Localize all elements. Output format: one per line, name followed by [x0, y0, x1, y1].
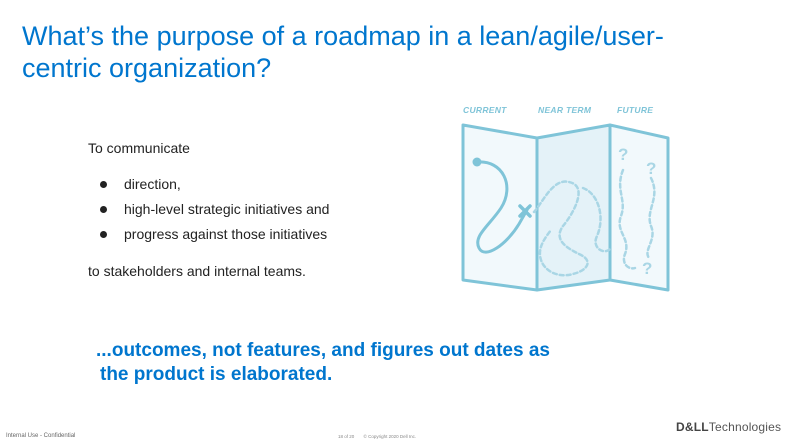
- callout-text: ...outcomes, not features, and figures o…: [96, 339, 550, 387]
- question-mark-icon: ?: [618, 145, 628, 164]
- bullet-list: direction, high-level strategic initiati…: [98, 172, 329, 247]
- page-number: 18 of 20: [338, 434, 355, 439]
- question-mark-icon: ?: [646, 159, 656, 178]
- logo-mark: D&LL: [676, 420, 709, 434]
- bullet-item: high-level strategic initiatives and: [98, 197, 329, 222]
- x-marker: [518, 204, 532, 218]
- intro-text: To communicate: [88, 140, 190, 156]
- slide-title: What’s the purpose of a roadmap in a lea…: [22, 20, 772, 84]
- path-current: [472, 157, 529, 254]
- label-near-term: NEAR TERM: [538, 105, 592, 115]
- outro-text: to stakeholders and internal teams.: [88, 263, 306, 279]
- path-future: [618, 168, 656, 270]
- bullet-item: progress against those initiatives: [98, 222, 329, 247]
- folded-map: [461, 123, 670, 292]
- callout-line-2: the product is elaborated.: [100, 364, 333, 385]
- copyright: © Copyright 2020 Dell Inc.: [363, 434, 417, 439]
- slide-title-line-1: What’s the purpose of a roadmap in a lea…: [22, 21, 664, 51]
- slide-title-line-2: centric organization?: [22, 53, 272, 83]
- callout-line-1: ...outcomes, not features, and figures o…: [96, 340, 550, 361]
- label-future: FUTURE: [617, 105, 653, 115]
- label-current: CURRENT: [463, 105, 507, 115]
- logo-wordmark: Technologies: [708, 420, 782, 434]
- question-marks: ? ? ?: [618, 145, 656, 278]
- footer-classification: Internal Use - Confidential: [6, 433, 76, 439]
- bullet-item: direction,: [98, 172, 329, 197]
- footer-meta: 18 of 20 © Copyright 2020 Dell Inc.: [338, 434, 416, 439]
- question-mark-icon: ?: [642, 259, 652, 278]
- dell-technologies-logo: D&LLTechnologies: [676, 420, 781, 434]
- path-near-term: [532, 180, 613, 277]
- roadmap-illustration: CURRENT NEAR TERM FUTURE ? ? ?: [461, 105, 670, 292]
